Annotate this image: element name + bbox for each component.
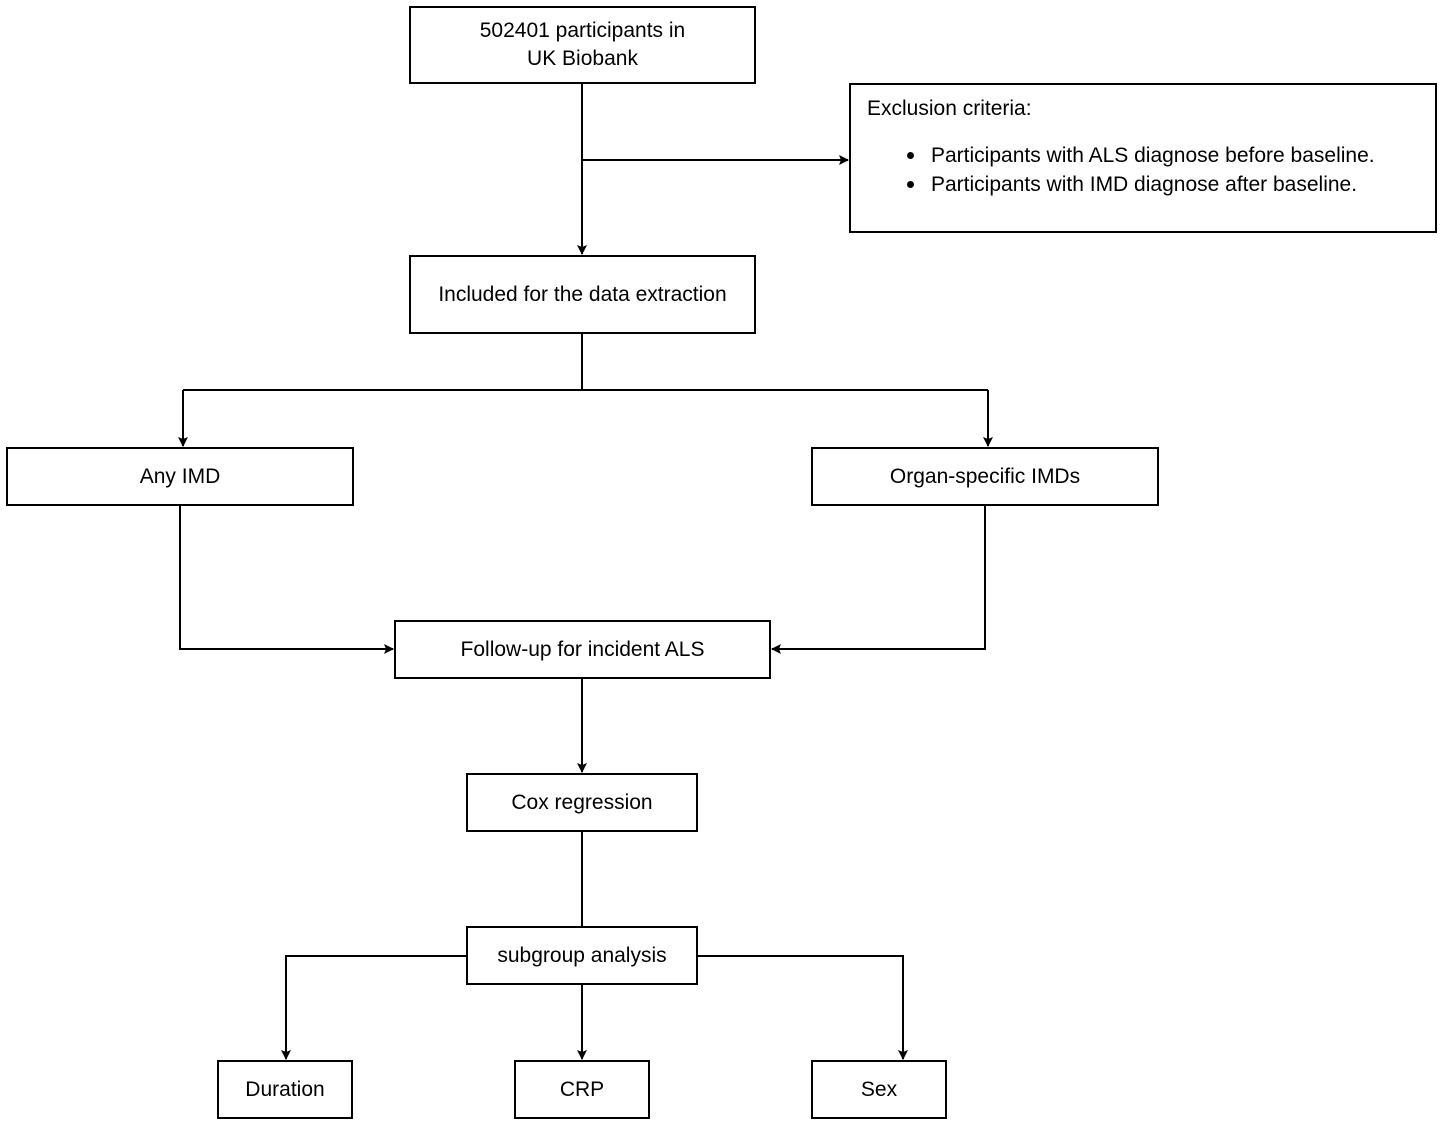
arrow-organ-to-follow-up — [771, 506, 986, 654]
follow-up-box: Follow-up for incident ALS — [394, 620, 771, 679]
crp-label: CRP — [559, 1077, 605, 1101]
exclusion-title: Exclusion criteria: — [867, 97, 1032, 120]
included-box: Included for the data extraction — [409, 255, 756, 334]
any-imd-label: Any IMD — [139, 464, 221, 488]
sex-box: Sex — [811, 1060, 947, 1119]
exclusion-criteria-box: Exclusion criteria: Participants with AL… — [849, 83, 1437, 233]
sex-label: Sex — [860, 1077, 898, 1101]
participants-line-2: UK Biobank — [527, 47, 638, 70]
participants-line-1: 502401 participants in — [479, 19, 686, 42]
arrow-subgroup-to-sex — [698, 955, 908, 1060]
any-imd-box: Any IMD — [6, 447, 354, 506]
organ-specific-label: Organ-specific IMDs — [889, 464, 1081, 488]
participants-box: 502401 participants in UK Biobank — [409, 6, 756, 84]
subgroup-analysis-box: subgroup analysis — [466, 926, 698, 985]
cox-regression-label: Cox regression — [511, 790, 653, 814]
duration-box: Duration — [217, 1060, 353, 1119]
crp-box: CRP — [514, 1060, 650, 1119]
cox-regression-box: Cox regression — [466, 773, 698, 832]
duration-label: Duration — [245, 1077, 325, 1101]
included-label: Included for the data extraction — [438, 282, 727, 306]
exclusion-item: Participants with IMD diagnose after bas… — [907, 170, 1419, 199]
arrow-any-imd-to-follow-up — [179, 506, 394, 654]
arrow-subgroup-to-duration — [281, 955, 466, 1060]
organ-specific-imds-box: Organ-specific IMDs — [811, 447, 1159, 506]
exclusion-list: Participants with ALS diagnose before ba… — [867, 141, 1419, 199]
subgroup-analysis-label: subgroup analysis — [497, 943, 667, 967]
follow-up-label: Follow-up for incident ALS — [460, 637, 705, 661]
exclusion-item: Participants with ALS diagnose before ba… — [907, 141, 1419, 170]
